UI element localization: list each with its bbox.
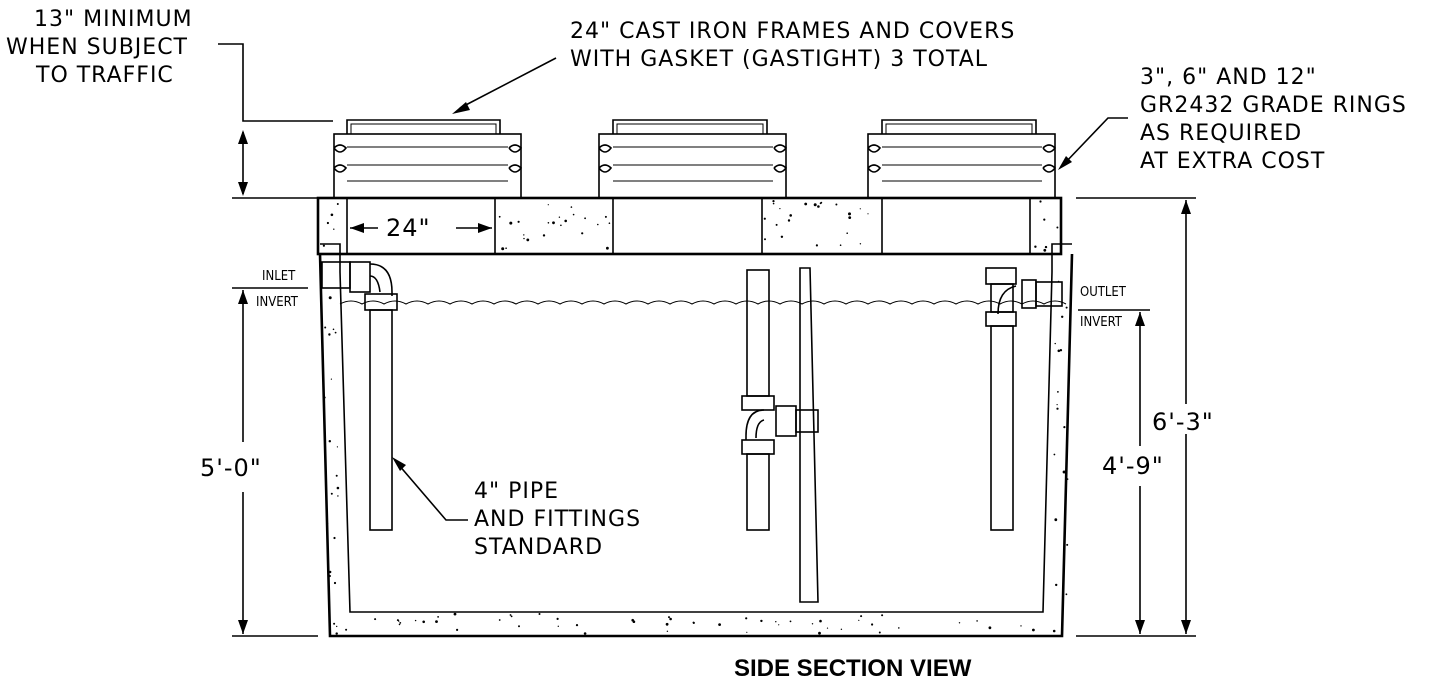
rings-line-2: GR2432 GRADE RINGS	[1140, 93, 1407, 118]
callout-minimum: 13" MINIMUM WHEN SUBJECT TO TRAFFIC	[6, 7, 193, 88]
min-line-2: WHEN SUBJECT	[6, 35, 188, 60]
frames-line-1: 24" CAST IRON FRAMES AND COVERS	[570, 19, 1015, 44]
frame-cover-1	[333, 119, 523, 199]
frame-cover-3	[867, 119, 1057, 199]
frame-cover-2	[598, 119, 788, 199]
callout-pipe: 4" PIPE AND FITTINGS STANDARD	[474, 479, 641, 560]
outlet-depth-label: 4'-9"	[1102, 452, 1164, 480]
view-title: SIDE SECTION VIEW	[734, 655, 972, 682]
callout-frames: 24" CAST IRON FRAMES AND COVERS WITH GAS…	[570, 19, 1015, 72]
overall-height-label: 6'-3"	[1152, 408, 1214, 436]
opening-dimension: 24"	[350, 214, 492, 242]
rings-line-3: AS REQUIRED	[1140, 121, 1302, 146]
inlet-depth-label: 5'-0"	[200, 454, 262, 482]
inlet-invert-label: INLET INVERT	[256, 269, 299, 310]
tank-body	[316, 196, 1074, 638]
outlet-pipe	[985, 267, 1063, 531]
water-line	[339, 300, 1067, 305]
pipe-line-1: 4" PIPE	[474, 479, 559, 504]
inlet-text: INLET	[262, 269, 296, 284]
inlet-pipe	[321, 261, 398, 531]
right-dimensions: 6'-3" 4'-9"	[1076, 197, 1214, 637]
outlet-invert-label: OUTLET INVERT	[1080, 285, 1127, 330]
pipe-line-3: STANDARD	[474, 535, 603, 560]
concrete-texture	[322, 200, 1069, 635]
frames-line-2: WITH GASKET (GASTIGHT) 3 TOTAL	[570, 47, 988, 72]
opening-dim-label: 24"	[386, 214, 431, 242]
outlet-invert-text: INVERT	[1080, 315, 1123, 330]
inlet-invert-text: INVERT	[256, 295, 299, 310]
min-line-1: 13" MINIMUM	[34, 7, 193, 32]
leader-lines	[218, 43, 1128, 521]
inlet-depth-dimension: 5'-0"	[200, 287, 318, 637]
baffle-pipe	[741, 269, 819, 531]
callout-grade-rings: 3", 6" AND 12" GR2432 GRADE RINGS AS REQ…	[1140, 65, 1407, 174]
pipe-line-2: AND FITTINGS	[474, 507, 641, 532]
rings-line-1: 3", 6" AND 12"	[1140, 65, 1317, 90]
rings-line-4: AT EXTRA COST	[1140, 149, 1325, 174]
outlet-text: OUTLET	[1080, 285, 1127, 300]
min-line-3: TO TRAFFIC	[35, 63, 174, 88]
lid-openings	[346, 198, 1031, 254]
